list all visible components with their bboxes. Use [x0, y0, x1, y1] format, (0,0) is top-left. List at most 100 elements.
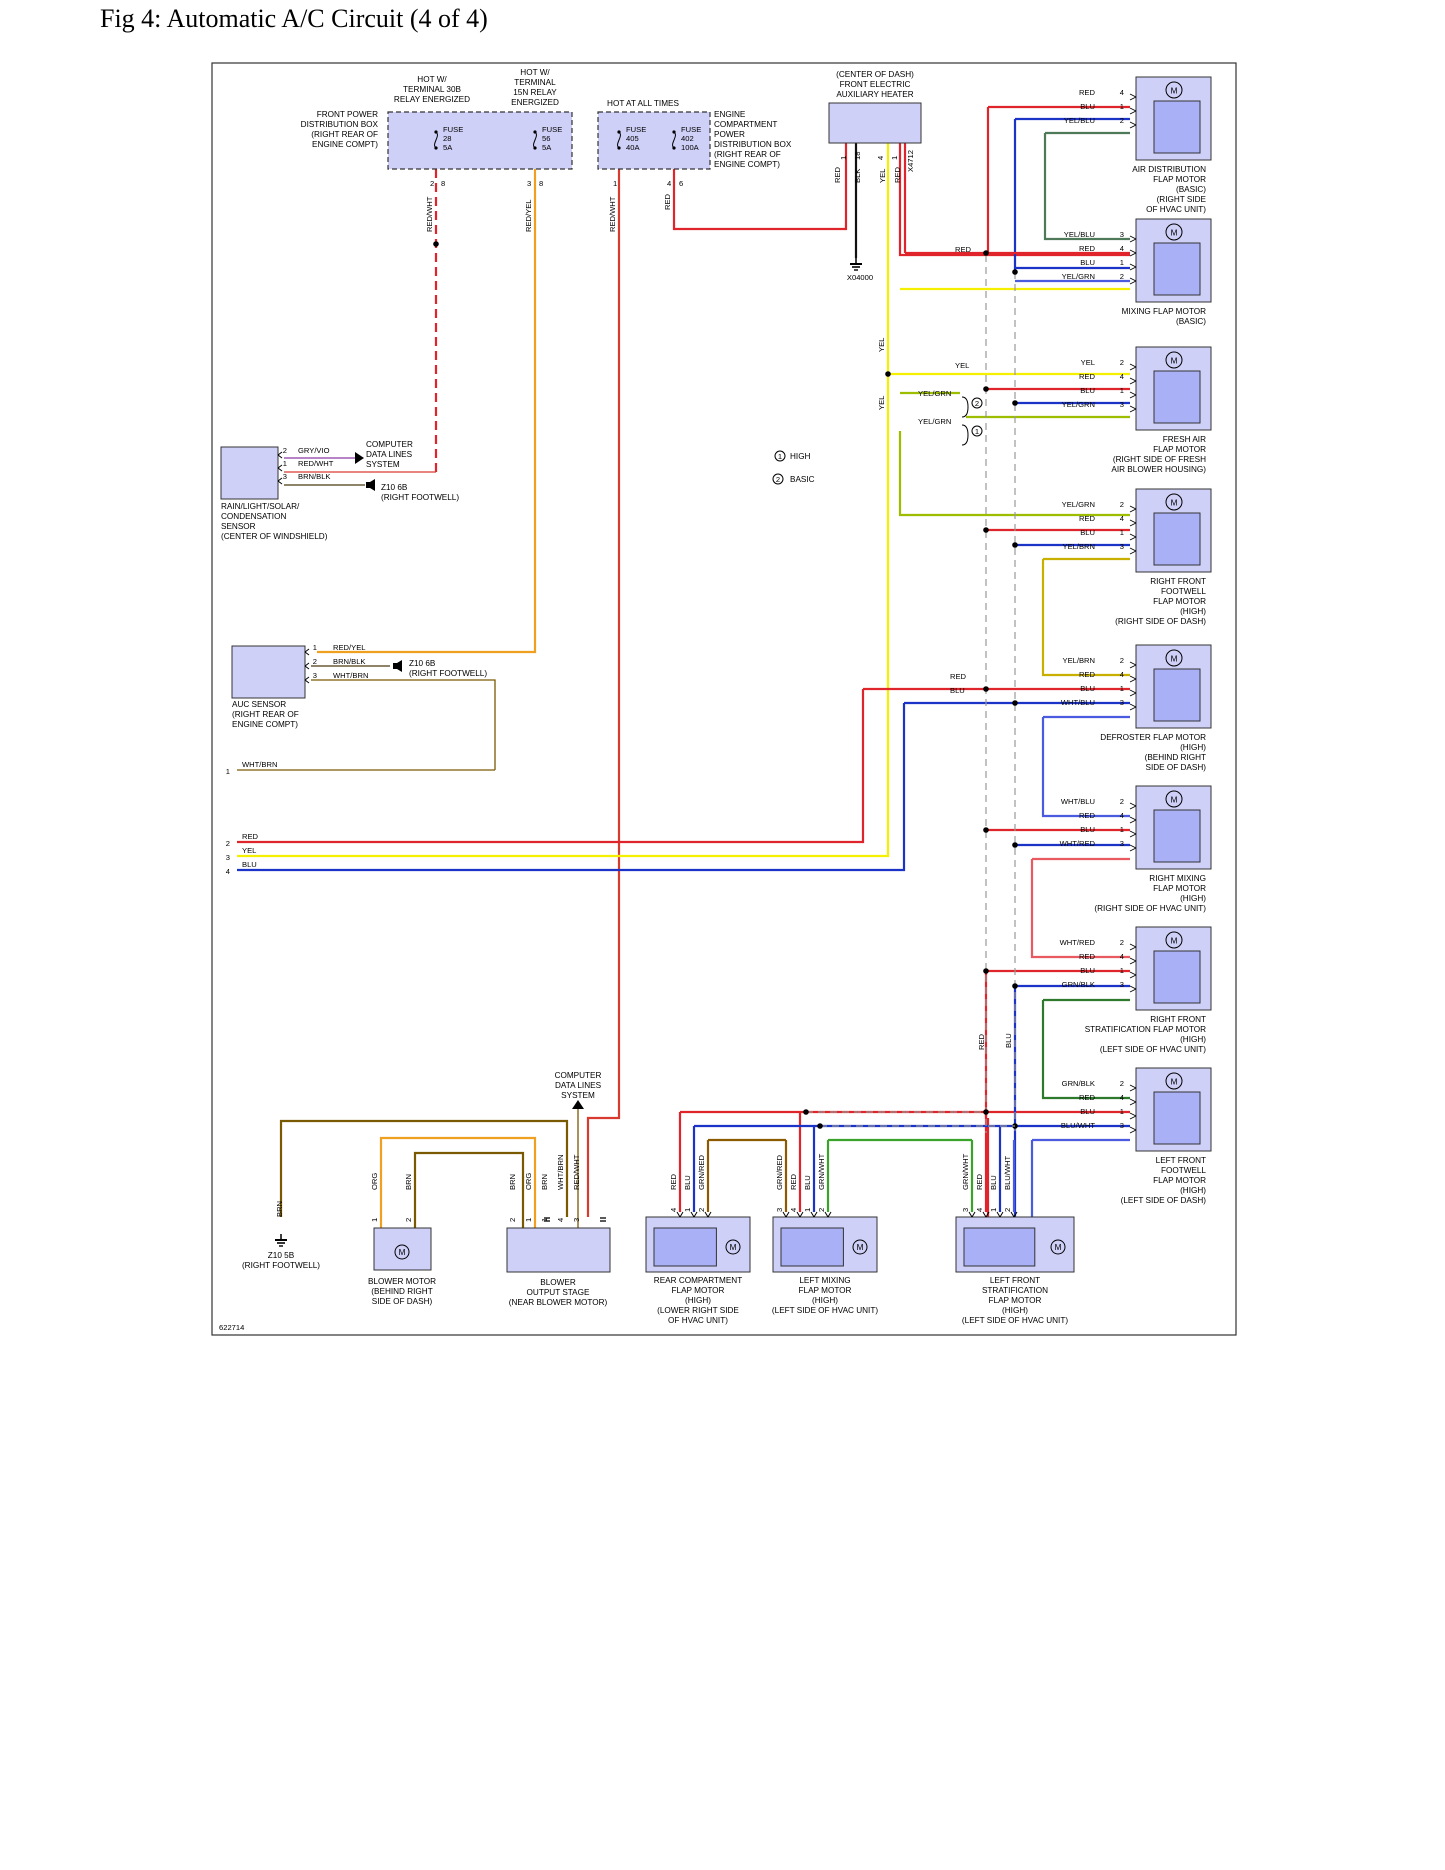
- label-line: 1: [1120, 966, 1124, 975]
- connector-icon: [968, 1211, 976, 1218]
- label-line: 2: [1120, 797, 1124, 806]
- motor-letter: M: [857, 1243, 864, 1252]
- motor-letter: M: [1171, 655, 1178, 664]
- wire-label: BLU: [1004, 1033, 1013, 1048]
- label-line: (RIGHT SIDE: [1157, 195, 1207, 204]
- label-line: Z10 6B: [381, 483, 408, 492]
- connector-icon: [1129, 1112, 1137, 1120]
- wire-label: RED: [1079, 1093, 1096, 1102]
- label-line: COMPUTER: [366, 440, 413, 449]
- pin-label: 1: [1120, 258, 1124, 267]
- wire-label: BLU: [803, 1175, 812, 1190]
- pin-label: 8: [539, 179, 543, 188]
- label-line: 4: [1120, 1093, 1124, 1102]
- label-line: (LEFT SIDE OF DASH): [1121, 1196, 1207, 1205]
- motor-letter: M: [1055, 1243, 1062, 1252]
- label-line: YEL/BRN: [1063, 656, 1096, 665]
- rain-light-sensor: [220, 446, 279, 500]
- label-line: BLU: [803, 1175, 812, 1190]
- label-line: RED: [1079, 670, 1096, 679]
- label-line: SIDE OF DASH): [1145, 763, 1206, 772]
- label-line: DATA LINES: [366, 450, 413, 459]
- label-line: BLU: [1080, 102, 1095, 111]
- pin-label: 3: [527, 179, 531, 188]
- pin-label: 1: [683, 1208, 692, 1212]
- label-line: RED: [977, 1033, 986, 1050]
- label-line: FRONT ELECTRIC: [840, 80, 911, 89]
- wire-label: BLU: [950, 686, 965, 695]
- label-line: BLU: [989, 1175, 998, 1190]
- label-line: RED: [1079, 952, 1096, 961]
- label-line: COMPARTMENT: [714, 120, 777, 129]
- pin-label: 2: [1003, 1208, 1012, 1212]
- connector-icon: [1129, 121, 1137, 129]
- label-line: FLAP MOTOR: [1153, 884, 1206, 893]
- label-line: GRN/RED: [775, 1154, 784, 1190]
- splice-icon: [1012, 400, 1018, 406]
- wire-label: BRN: [508, 1174, 517, 1190]
- label-line: Z10 6B: [409, 659, 436, 668]
- label-line: YEL/BLU: [1064, 116, 1095, 125]
- wire-grn-blk: [1041, 1000, 1130, 1100]
- pin-label: 2: [1120, 938, 1124, 947]
- wire-label: RED: [1079, 244, 1096, 253]
- wire-label: GRN/RED: [697, 1154, 706, 1190]
- connector-icon: [277, 464, 283, 472]
- label-line: AIR DISTRIBUTION: [1132, 165, 1206, 174]
- label-line: BLU: [1080, 966, 1095, 975]
- label-line: 4: [226, 867, 230, 876]
- label-line: DEFROSTER FLAP MOTOR: [1100, 733, 1206, 742]
- wire-yel-brn: [1041, 559, 1130, 677]
- pin-label: 4: [669, 1208, 678, 1212]
- label-line: RED: [663, 193, 672, 210]
- pin-label: 1: [839, 156, 848, 160]
- label-line: YEL/GRN: [1062, 400, 1095, 409]
- label-line: (RIGHT SIDE OF HVAC UNIT): [1094, 904, 1206, 913]
- label-line: 2: [975, 399, 979, 408]
- wire-label: RED: [1079, 952, 1096, 961]
- label-line: GRN/BLK: [1062, 980, 1095, 989]
- connector-icon: [1129, 519, 1137, 527]
- connector-icon: [304, 676, 310, 684]
- motor-circle: [1165, 351, 1183, 369]
- label-line: BLU: [950, 686, 965, 695]
- ground-body: [366, 482, 370, 488]
- option-number: 1: [975, 427, 979, 436]
- motor-circle: [1165, 1072, 1183, 1090]
- wire-label: YEL/GRN: [1062, 500, 1095, 509]
- legend-high-label: HIGH: [790, 452, 811, 461]
- pin-label: 4: [1120, 1093, 1124, 1102]
- wire-yel: [237, 143, 890, 858]
- label-line: BRN: [508, 1174, 517, 1190]
- wire-label: BLU: [1080, 528, 1095, 537]
- connector-icon: [1010, 1211, 1018, 1218]
- label-line: 4: [556, 1218, 565, 1222]
- motor-housing: [1153, 512, 1201, 566]
- label-line: RED/WHT: [608, 196, 617, 232]
- pin-label: 1: [1120, 1107, 1124, 1116]
- label-line: YEL/GRN: [918, 389, 951, 398]
- pin-label: 4: [975, 1208, 984, 1212]
- motor-circle: [1165, 81, 1183, 99]
- ground-body: [393, 663, 397, 669]
- pin-label: 3: [1120, 698, 1124, 707]
- wire-label: GRN/WHT: [817, 1153, 826, 1190]
- ground-icon: [275, 1234, 287, 1247]
- front-power-distribution-box: [387, 111, 573, 170]
- label-line: OUTPUT STAGE: [527, 1288, 590, 1297]
- label-line: BLU: [1004, 1033, 1013, 1048]
- motor-housing: [780, 1227, 844, 1267]
- connector-icon: [1129, 391, 1137, 399]
- label-line: SIDE OF DASH): [372, 1297, 433, 1306]
- engine-power-distribution-box: [597, 111, 711, 170]
- label-line: RED: [893, 166, 902, 183]
- legend-high-number: 1: [778, 452, 782, 461]
- pin-label: 3: [1120, 1121, 1124, 1130]
- label-line: WHT/BLU: [1061, 797, 1095, 806]
- label-line: BRN/BLK: [298, 472, 331, 481]
- motor-icon: M: [1165, 351, 1183, 369]
